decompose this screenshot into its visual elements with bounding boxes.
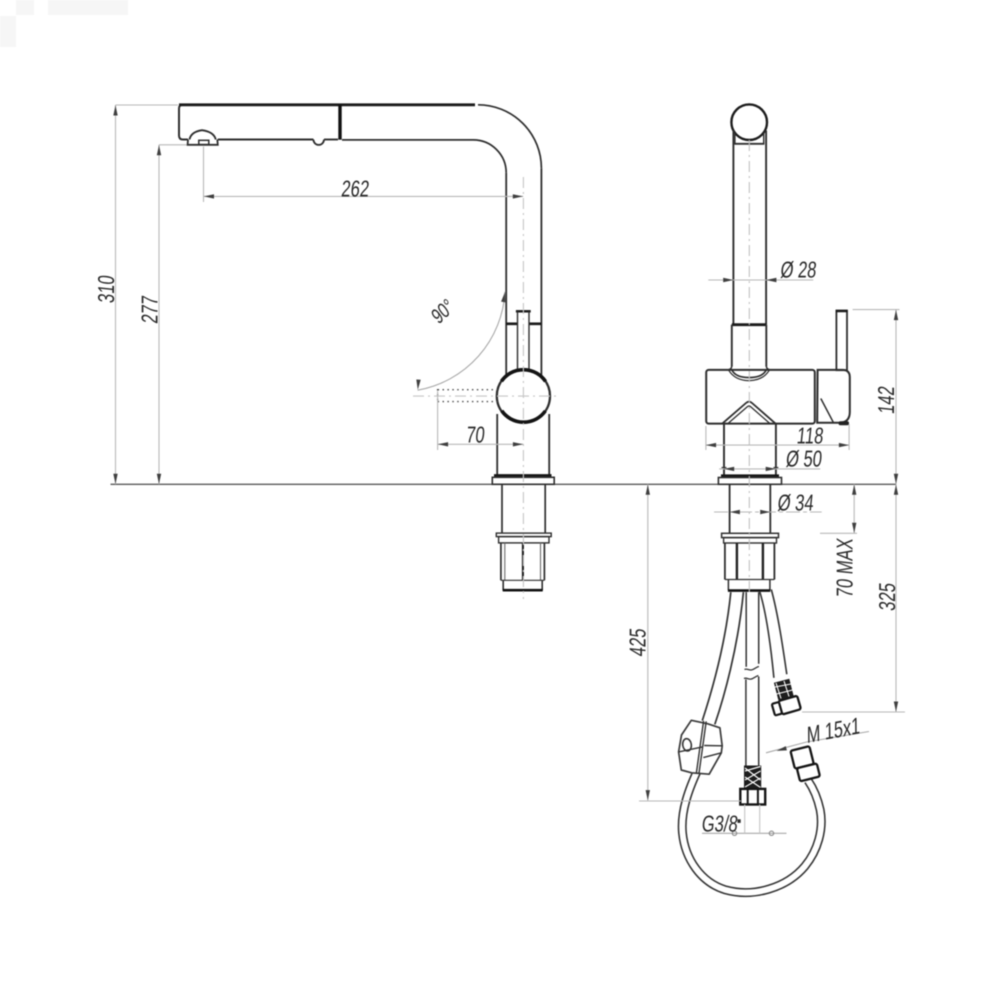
svg-text:70: 70 [465, 423, 486, 448]
svg-text:118: 118 [796, 424, 825, 449]
svg-text:Ø 50: Ø 50 [785, 447, 824, 472]
svg-text:262: 262 [340, 177, 370, 202]
svg-text:90°: 90° [427, 294, 458, 329]
svg-text:277: 277 [138, 294, 163, 324]
svg-text:M 15x1: M 15x1 [807, 714, 861, 749]
svg-text:G3/8: G3/8 [701, 812, 740, 837]
svg-text:142: 142 [875, 385, 900, 415]
svg-text:310: 310 [94, 274, 119, 304]
svg-text:325: 325 [876, 582, 901, 612]
svg-text:70 MAX: 70 MAX [833, 537, 858, 599]
svg-text:Ø 28: Ø 28 [779, 258, 818, 283]
svg-text:425: 425 [626, 627, 651, 657]
svg-text:Ø 34: Ø 34 [776, 491, 815, 516]
